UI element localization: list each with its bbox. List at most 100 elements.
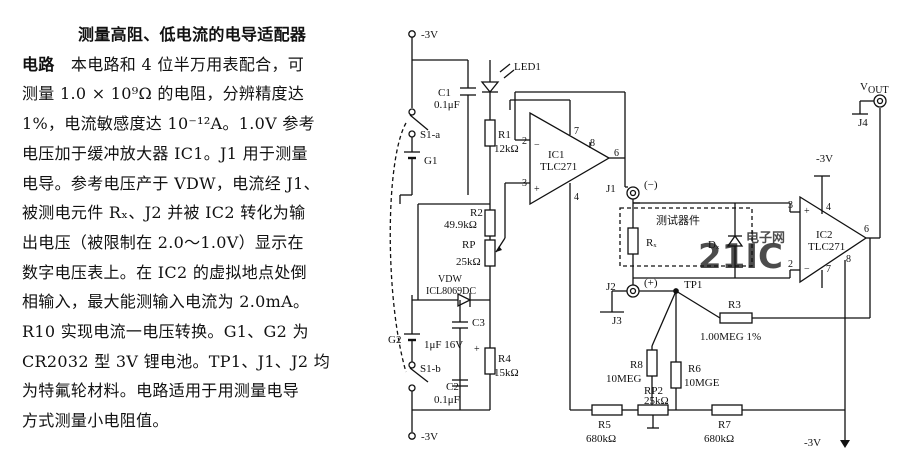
ic2-label: IC2 (816, 229, 833, 241)
watermark-logo: 21IC (698, 237, 783, 277)
vout-label: V (860, 81, 868, 93)
rp-label: RP (462, 239, 475, 251)
tp1-label: TP1 (684, 279, 702, 291)
jack-j2 (626, 284, 640, 298)
vdw-part: ICL8069DC (426, 286, 476, 297)
body-text: CR2032 型 3V 锂电池。TP1、J1、J2 均 (22, 351, 330, 371)
ic2-pin6: 6 (864, 224, 869, 235)
switch-s1b-blade (409, 367, 429, 383)
text-line: 电导。参考电压产于 VDW，电流经 J1、 (22, 169, 360, 199)
r7-resistor (711, 404, 743, 416)
body-text: 为特氟轮材料。电路适用于用测量电导 (22, 381, 300, 401)
body-text: 被测电元件 Rₓ、J2 并被 IC2 转化为输 (22, 203, 306, 223)
body-text: 1%，电流敏感度达 10⁻¹²A。1.0V 参考 (22, 114, 315, 134)
body-text: 相输入，最大能测输入电流为 2.0mA。 (22, 292, 310, 312)
j3-label: J3 (612, 315, 622, 327)
body-text: 电导。参考电压产于 VDW，电流经 J1、 (22, 173, 320, 193)
ic1-pin8: 8 (590, 138, 595, 149)
r8-resistor (646, 349, 658, 377)
body-text: 出电压（被限制在 2.0～1.0V）显示在 (22, 232, 304, 252)
ic2-part: TLC271 (808, 241, 845, 253)
r6-value: 10MGE (684, 377, 720, 389)
text-line: R10 实现电流一电压转换。G1、G2 为 (22, 317, 360, 347)
led1-label: LED1 (514, 61, 541, 73)
section-heading: 电路 (22, 54, 55, 74)
dx-label: Dₓ (708, 239, 720, 251)
j4-label: J4 (858, 117, 868, 129)
text-line: 测量 1.0 × 10⁹Ω 的电阻，分辨精度达 (22, 79, 360, 109)
r7-value: 680kΩ (704, 433, 734, 445)
rx-resistor (627, 227, 639, 255)
j2-label: J2 (606, 281, 616, 293)
r2-value: 49.9kΩ (444, 219, 477, 231)
text-line: 电路 本电路和 4 位半万用表配合，可 (22, 50, 360, 80)
body-text: 方式测量小电阻值。 (22, 411, 169, 431)
c3-label: C3 (472, 317, 485, 329)
svg-text:−: − (804, 264, 810, 275)
ic2-opamp (799, 195, 868, 284)
text-line: CR2032 型 3V 锂电池。TP1、J1、J2 均 (22, 347, 360, 377)
svg-text:+: + (804, 206, 810, 217)
rail-top-terminal (408, 30, 416, 38)
text-line: 被测电元件 Rₓ、J2 并被 IC2 转化为输 (22, 198, 360, 228)
r2-label: R2 (470, 207, 483, 219)
r6-label: R6 (688, 363, 701, 375)
switch-s1a-blade (409, 114, 429, 131)
r8-label: R8 (630, 359, 643, 371)
rp-value: 25kΩ (456, 256, 481, 268)
article-title: 测量高阻、低电流的电导适配器 (78, 25, 307, 44)
rail-bottom-terminal (408, 432, 416, 440)
r5-resistor (591, 404, 623, 416)
rx-label: Rₓ (646, 237, 657, 249)
text-line: 为特氟轮材料。电路适用于用测量电导 (22, 376, 360, 406)
text-line: 数字电压表上。在 IC2 的虚拟地点处倒 (22, 258, 360, 288)
description-text: 测量高阻、低电流的电导适配器 电路 本电路和 4 位半万用表配合，可测量 1.0… (22, 20, 360, 436)
rail-bottom-label: -3V (421, 431, 438, 443)
ic2-pin4: 4 (826, 202, 831, 213)
battery-g1-label: G1 (424, 155, 437, 167)
body-text: 数字电压表上。在 IC2 的虚拟地点处倒 (22, 262, 307, 282)
switch-s1b-label: S1-b (420, 363, 441, 375)
r4-value: 15kΩ (494, 367, 519, 379)
c1-value: 0.1μF (434, 99, 460, 111)
r3-resistor (719, 312, 753, 324)
ic2-rail-label: -3V (816, 153, 833, 165)
r1-value: 12kΩ (494, 143, 519, 155)
r8-value: 10MEG (606, 373, 642, 385)
c1-label: C1 (438, 87, 451, 99)
vdw-reference-diode (457, 292, 472, 308)
body-text: 本电路和 4 位半万用表配合，可 (54, 54, 305, 74)
svg-text:+: + (534, 184, 540, 195)
switch-link-dashed (389, 122, 407, 373)
ic1-pin7: 7 (574, 126, 579, 137)
ic1-pin2: 2 (522, 136, 527, 147)
ic1-pin6: 6 (614, 148, 619, 159)
r6-resistor (670, 361, 682, 389)
jack-j1 (626, 186, 640, 200)
ic1-part: TLC271 (540, 161, 577, 173)
dut-label: 测试器件 (656, 214, 700, 227)
rp2-label: RP2 (644, 385, 663, 397)
device-under-test-box (619, 207, 753, 267)
body-text: 电压加于缓冲放大器 IC1。J1 用于测量 (22, 143, 308, 163)
svg-text:+: + (474, 344, 480, 355)
ic1-label: IC1 (548, 149, 565, 161)
r5-label: R5 (598, 419, 611, 431)
ic1-opamp (529, 111, 611, 206)
r3-label: R3 (728, 299, 741, 311)
text-line: 方式测量小电阻值。 (22, 406, 360, 436)
r5-value: 680kΩ (586, 433, 616, 445)
j2-sign: (+) (644, 277, 658, 289)
rail-top-label: -3V (421, 29, 438, 41)
watermark-cn: 电子网 (746, 230, 785, 246)
r1-label: R1 (498, 129, 511, 141)
vdw-label: VDW (438, 274, 462, 285)
jack-j4 (873, 94, 887, 108)
switch-s1a-label: S1-a (420, 129, 440, 141)
vout-sub: OUT (868, 85, 889, 96)
ic1-pin4: 4 (574, 192, 579, 203)
r4-label: R4 (498, 353, 511, 365)
battery-g2-label: G2 (388, 334, 401, 346)
text-line: 出电压（被限制在 2.0～1.0V）显示在 (22, 228, 360, 258)
r3-value: 1.00MEG 1% (700, 331, 761, 343)
